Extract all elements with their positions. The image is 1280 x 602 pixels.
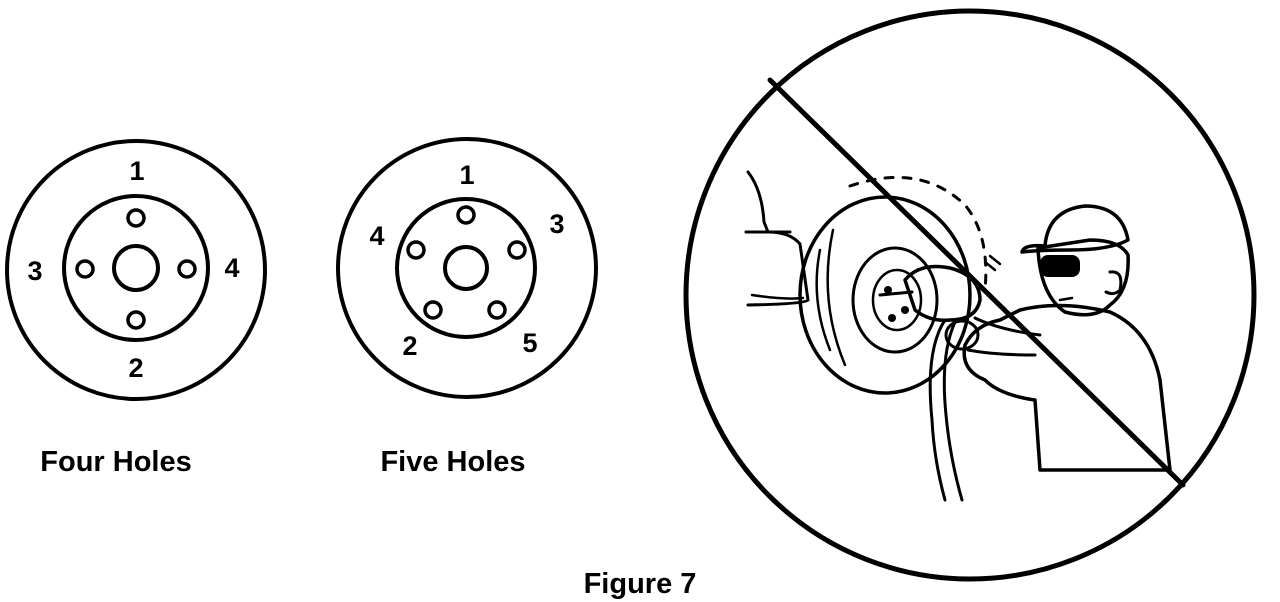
figure-caption: Figure 7 xyxy=(584,568,697,600)
five-hole-wheel-hub xyxy=(395,197,537,339)
wheel-rim xyxy=(851,246,939,354)
four-hole-wheel-hub xyxy=(62,194,210,342)
lug-hole-5 xyxy=(487,300,507,320)
five-hole-label-2: 2 xyxy=(402,331,417,361)
lug-hole-2 xyxy=(126,310,146,330)
five-hole-wheel-center-bore xyxy=(443,245,489,291)
mechanic-head xyxy=(1036,238,1130,317)
five-hole-wheel-rim xyxy=(336,137,598,399)
prohibition-circle xyxy=(683,8,1257,582)
prohibition-slash xyxy=(767,77,1186,488)
four-hole-wheel-center-bore xyxy=(112,244,160,292)
mechanic-illustration xyxy=(744,170,1172,502)
lug-hole-4 xyxy=(177,259,197,279)
air-hose xyxy=(928,318,947,502)
mechanic-body xyxy=(962,303,1172,472)
five-hole-label-3: 3 xyxy=(549,209,564,239)
impact-wrench xyxy=(903,264,982,323)
five-hole-label-5: 5 xyxy=(522,328,537,358)
four-hole-label-1: 1 xyxy=(129,156,144,186)
four-hole-label-3: 3 xyxy=(27,256,42,286)
five-hole-wheel: 1 2 3 4 5 Five Holes xyxy=(336,137,598,478)
lug-hole-1 xyxy=(126,208,146,228)
no-impact-wrench-icon xyxy=(683,8,1257,582)
tire xyxy=(798,195,972,395)
lug-hole-4 xyxy=(406,240,426,260)
mechanic-cap xyxy=(1020,204,1130,254)
five-hole-label-1: 1 xyxy=(459,160,474,190)
four-hole-wheel: 1 2 3 4 Four Holes xyxy=(5,139,267,478)
four-hole-label-2: 2 xyxy=(128,353,143,383)
lug-hole-3 xyxy=(75,259,95,279)
five-holes-caption: Five Holes xyxy=(380,446,525,478)
four-holes-caption: Four Holes xyxy=(40,446,191,478)
four-hole-wheel-rim xyxy=(5,139,267,401)
lug-hole-1 xyxy=(456,205,476,225)
five-hole-label-4: 4 xyxy=(369,221,384,251)
lug-hole-2 xyxy=(423,300,443,320)
lug-hole-3 xyxy=(507,240,527,260)
four-hole-label-4: 4 xyxy=(224,253,239,283)
